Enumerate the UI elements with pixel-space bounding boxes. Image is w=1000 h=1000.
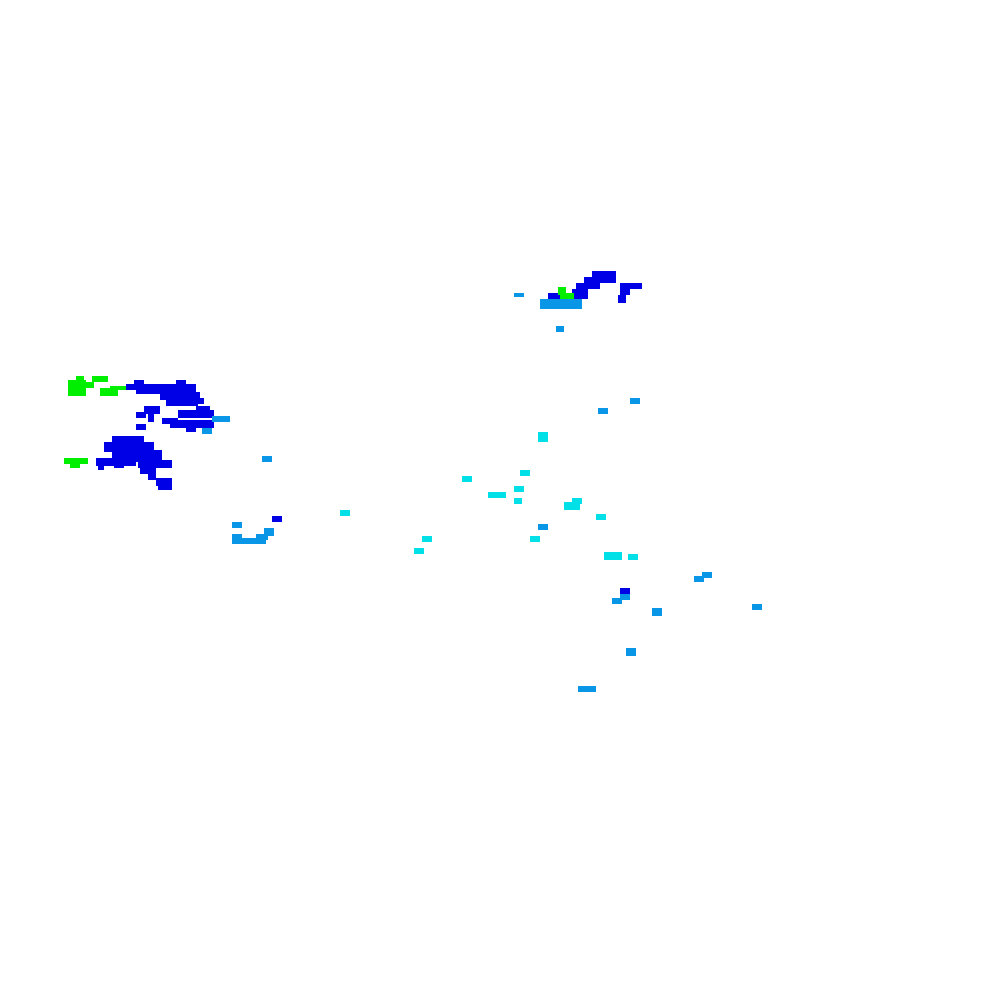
map-cell-dense <box>196 398 204 404</box>
map-cell-dense <box>620 588 630 596</box>
map-cell-medium <box>264 528 274 536</box>
scatter-center <box>414 398 640 560</box>
map-cell-dense <box>176 380 186 386</box>
map-cell-light <box>462 476 472 482</box>
map-cell-light <box>422 536 432 542</box>
map-cell-medium <box>232 534 242 544</box>
west-cluster-top <box>68 376 230 434</box>
map-cell-dense <box>170 420 214 428</box>
map-cell-dense <box>160 392 200 400</box>
map-cell-light <box>628 554 638 560</box>
map-cell-medium <box>232 522 242 528</box>
map-cell-medium <box>514 293 524 297</box>
map-cell-dense <box>620 283 636 289</box>
map-cell-high <box>110 386 130 390</box>
map-cell-dense <box>114 462 124 468</box>
map-cell-medium <box>598 408 608 414</box>
map-cell-dense <box>158 484 172 490</box>
map-cell-light <box>530 536 540 542</box>
map-cell-dense <box>166 400 198 406</box>
map-cell-medium <box>538 524 548 530</box>
map-cell-dense <box>138 460 172 468</box>
map-cell-medium <box>240 538 266 544</box>
map-cell-dense <box>140 466 156 474</box>
map-cell-medium <box>212 416 230 422</box>
map-cell-medium <box>202 428 212 434</box>
map-cell-dense <box>126 384 136 390</box>
map-cell-high <box>100 388 118 396</box>
map-cell-dense <box>148 472 156 480</box>
map-cell-medium <box>612 598 622 604</box>
map-cell-medium <box>256 534 268 540</box>
scatter-east <box>578 572 762 692</box>
map-cell-high <box>68 380 86 396</box>
map-cell-light <box>604 552 622 560</box>
map-cell-dense <box>178 410 214 418</box>
map-cell-light <box>572 498 582 504</box>
map-cell-dense <box>148 414 154 422</box>
map-cell-light <box>488 492 506 498</box>
map-cell-high <box>64 458 88 464</box>
map-cell-dense <box>576 283 600 289</box>
map-cell-dense <box>144 444 154 450</box>
map-cell-high <box>76 376 84 382</box>
map-cell-light <box>514 486 524 492</box>
map-cell-light <box>414 548 424 554</box>
map-cell-dense <box>112 436 144 442</box>
map-cell-medium <box>620 594 630 600</box>
map-cell-medium <box>752 604 762 610</box>
map-cell-light <box>538 432 548 442</box>
map-cell-dense <box>584 277 616 283</box>
map-cell-medium <box>652 608 662 616</box>
map-cell-medium <box>626 648 636 656</box>
map-cell-high <box>92 376 108 382</box>
map-cell-high <box>560 293 574 299</box>
map-cell-high <box>70 462 80 468</box>
west-cluster-bottom <box>64 436 272 490</box>
map-cell-dense <box>592 271 616 277</box>
map-cell-medium <box>556 326 564 332</box>
map-cell-dense <box>136 424 146 430</box>
map-cell-medium <box>578 686 596 692</box>
map-cell-high <box>558 287 566 295</box>
map-cell-dense <box>636 283 642 289</box>
map-cell-light <box>596 514 606 520</box>
map-cell-light <box>564 502 580 510</box>
north-cluster <box>514 271 642 332</box>
map-cell-medium <box>630 398 640 404</box>
map-cell-light <box>340 510 350 516</box>
map-cell-dense <box>572 289 588 299</box>
map-cell-medium <box>262 456 272 462</box>
map-cell-dense <box>98 464 104 470</box>
map-cell-dense <box>144 406 160 414</box>
map-cell-dense <box>548 293 560 299</box>
map-cell-medium <box>694 576 704 582</box>
map-cell-dense <box>620 289 630 295</box>
map-cell-dense <box>104 442 154 452</box>
map-cell-medium <box>702 572 712 578</box>
map-cell-dense <box>196 406 210 412</box>
map-cell-light <box>514 498 522 504</box>
map-cell-dense <box>156 478 172 486</box>
south-arc <box>232 510 350 544</box>
map-cell-dense <box>136 412 146 418</box>
map-cell-high <box>86 382 94 388</box>
map-cell-dense <box>618 295 626 303</box>
map-cell-medium <box>540 299 582 309</box>
map-cell-dense <box>186 426 196 432</box>
map-cell-light <box>520 470 530 476</box>
map-cell-dense <box>272 516 282 522</box>
map-cell-dense <box>136 384 196 394</box>
